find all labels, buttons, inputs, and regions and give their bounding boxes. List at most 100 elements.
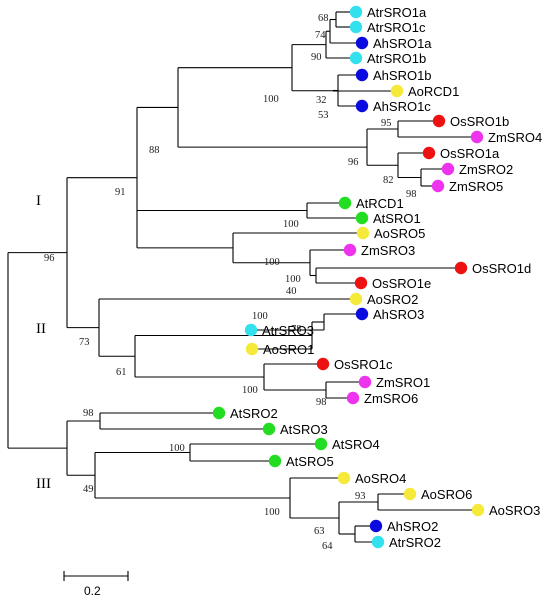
leaf-label: AtrSRO1b (367, 51, 426, 66)
support-value: 98 (316, 397, 327, 408)
leaf-label: AoSRO4 (355, 471, 406, 486)
support-value: 88 (149, 145, 160, 156)
leaf-label: AhSRO1c (373, 99, 431, 114)
clade-label: II (36, 321, 46, 337)
species-dot-icon (262, 422, 276, 436)
species-dot-icon (349, 5, 363, 19)
species-dot-icon (349, 292, 363, 306)
scale-bar: 0.2 (63, 571, 129, 598)
support-value: 40 (286, 286, 297, 297)
support-value: 53 (318, 110, 329, 121)
species-dot-icon (432, 114, 446, 128)
species-dot-icon (431, 179, 445, 193)
clade-label: I (36, 193, 41, 209)
leaf-label: AoSRO2 (367, 292, 418, 307)
species-dot-icon (471, 503, 485, 517)
species-dot-icon (245, 342, 259, 356)
leaf-label: AoSRO5 (374, 226, 425, 241)
species-dot-icon (244, 323, 258, 337)
species-dot-icon (268, 454, 282, 468)
species-dot-icon (212, 406, 226, 420)
support-value: 95 (381, 118, 392, 129)
support-value: 49 (83, 484, 94, 495)
leaf-label: ZmSRO2 (459, 162, 513, 177)
species-dot-icon (390, 84, 404, 98)
leaf-label: AtrSRO1a (367, 5, 427, 20)
species-dot-icon (422, 146, 436, 160)
support-value: 100 (252, 311, 268, 322)
support-value: 100 (169, 443, 185, 454)
branches (7, 11, 472, 543)
leaf-label: AtSRO1 (373, 211, 421, 226)
leaf-label: AhSRO1a (373, 36, 432, 51)
support-value: 100 (283, 219, 299, 230)
support-value: 100 (263, 94, 279, 105)
species-dot-icon (371, 535, 385, 549)
support-value: 100 (264, 257, 280, 268)
support-value: 32 (316, 95, 327, 106)
leaf-label: OsSRO1e (372, 276, 431, 291)
support-value: 74 (315, 30, 326, 41)
support-value: 90 (311, 52, 322, 63)
leaf-label: AhSRO2 (387, 519, 438, 534)
leaf-label: AtSRO2 (230, 406, 278, 421)
support-value: 61 (116, 367, 127, 378)
leaf-label: OsSRO1c (334, 357, 393, 372)
clade-label: III (36, 476, 51, 492)
support-value: 93 (355, 491, 366, 502)
support-value: 100 (242, 385, 258, 396)
species-dot-icon (441, 162, 455, 176)
leaf-label: AhSRO1b (373, 68, 432, 83)
species-dot-icon (316, 357, 330, 371)
species-dot-icon (349, 20, 363, 34)
species-dot-icon (355, 36, 369, 50)
species-dot-icon (355, 307, 369, 321)
species-dot-icon (337, 471, 351, 485)
leaf-label: ZmSRO5 (449, 179, 503, 194)
leaf-label: AoSRO6 (421, 487, 472, 502)
support-value: 100 (264, 507, 280, 518)
leaf-label: ZmSRO1 (376, 375, 430, 390)
leaf-label: AtRCD1 (356, 196, 404, 211)
leaf-label: AoSRO3 (489, 503, 540, 518)
leaf-label: AtrSRO3 (262, 323, 314, 338)
leaf-label: ZmSRO4 (488, 130, 542, 145)
leaf-label: AtSRO5 (286, 454, 334, 469)
support-value: 78 (291, 324, 302, 335)
species-dot-icon (470, 130, 484, 144)
species-dot-icon (355, 99, 369, 113)
species-dot-icon (349, 51, 363, 65)
support-value: 68 (318, 13, 329, 24)
leaf-label: OsSRO1d (472, 261, 531, 276)
support-value: 98 (83, 408, 94, 419)
species-dot-icon (354, 276, 368, 290)
support-value: 73 (79, 337, 90, 348)
leaf-label: ZmSRO6 (364, 391, 418, 406)
leaf-labels: AtrSRO1aAtrSRO1cAhSRO1aAtrSRO1bAhSRO1bAo… (212, 5, 542, 550)
leaf-label: AtrSRO1c (367, 20, 426, 35)
species-dot-icon (355, 211, 369, 225)
support-value: 96 (44, 253, 55, 264)
species-dot-icon (343, 243, 357, 257)
species-dot-icon (454, 261, 468, 275)
species-dot-icon (355, 68, 369, 82)
support-value: 91 (115, 187, 126, 198)
leaf-label: AoSRO1 (263, 342, 314, 357)
support-value: 100 (285, 274, 301, 285)
leaf-label: OsSRO1a (440, 146, 500, 161)
support-value: 98 (406, 189, 417, 200)
species-dot-icon (356, 226, 370, 240)
species-dot-icon (338, 196, 352, 210)
support-value: 63 (314, 526, 325, 537)
species-dot-icon (314, 437, 328, 451)
leaf-label: AtSRO4 (332, 437, 380, 452)
species-dot-icon (346, 391, 360, 405)
leaf-label: ZmSRO3 (361, 243, 415, 258)
species-dot-icon (403, 487, 417, 501)
leaf-label: AhSRO3 (373, 307, 424, 322)
leaf-label: AtrSRO2 (389, 535, 441, 550)
leaf-label: OsSRO1b (450, 114, 509, 129)
